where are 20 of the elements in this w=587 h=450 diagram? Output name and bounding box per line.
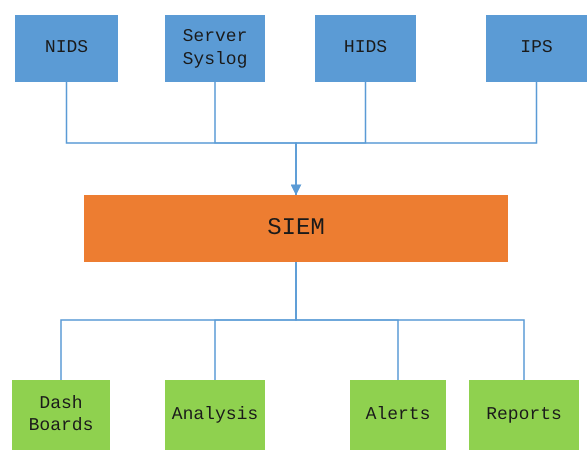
source-box (15, 15, 118, 82)
output-box (469, 380, 579, 450)
box-label: SIEM (266, 214, 326, 244)
siem-box (84, 195, 508, 262)
connector-line (295, 262, 525, 380)
box-label: Alerts (364, 404, 432, 426)
box-label: Reports (485, 404, 563, 426)
output-box (12, 380, 110, 450)
output-box (350, 380, 446, 450)
box-label: NIDS (44, 37, 90, 60)
box-label: Dash Boards (28, 392, 94, 438)
source-box (486, 15, 587, 82)
box-label: Analysis (170, 404, 260, 426)
source-box (315, 15, 416, 82)
box-label: IPS (519, 37, 554, 60)
box-label: Server Syslog (182, 26, 248, 71)
output-box (165, 380, 265, 450)
box-label: HIDS (342, 37, 388, 60)
source-box (165, 15, 265, 82)
connector-line (290, 82, 538, 195)
